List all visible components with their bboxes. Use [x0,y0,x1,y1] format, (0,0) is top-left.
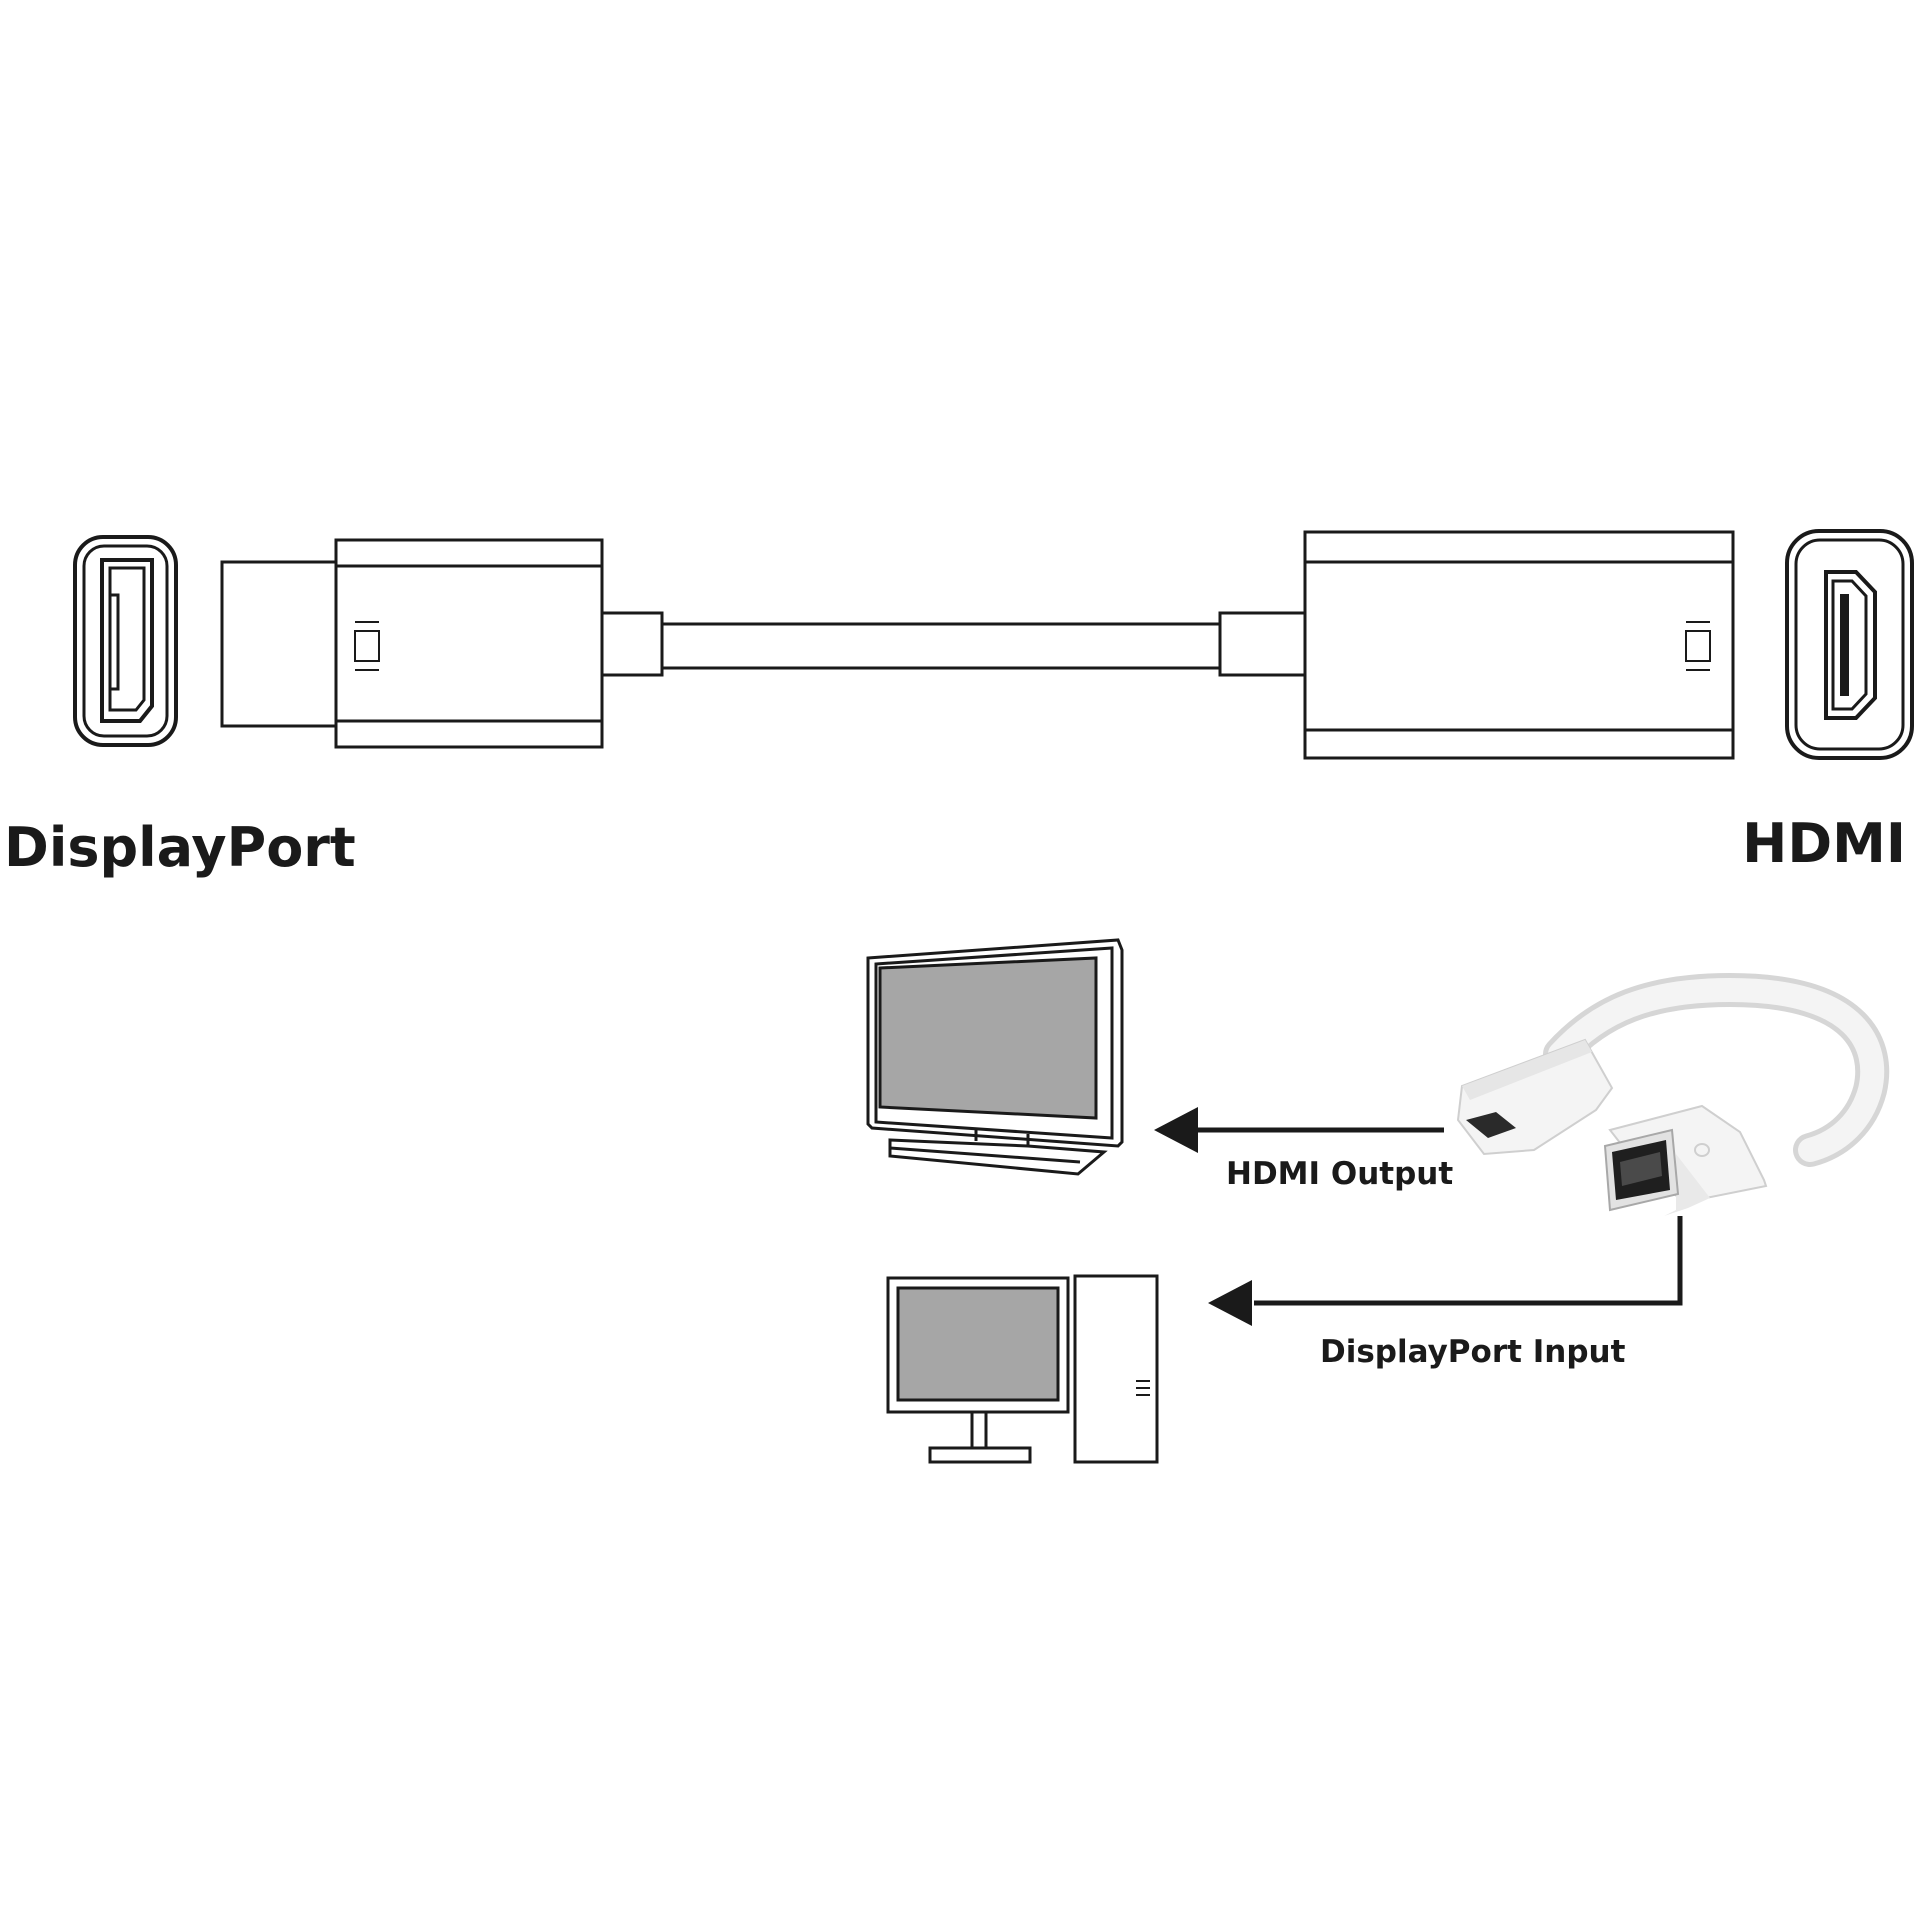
input-arrow [1208,1216,1683,1326]
displayport-input-label: DisplayPort Input [1320,1334,1626,1370]
hdmi-output-label: HDMI Output [1226,1156,1453,1192]
arrow-left-icon [1208,1280,1252,1326]
desktop-computer-icon [886,1274,1159,1464]
hdmi-port-icon [1785,529,1914,760]
output-arrow [1154,1107,1444,1153]
displayport-plug [220,538,664,749]
arrow-left-icon [1154,1107,1198,1153]
displayport-label: DisplayPort [4,816,356,879]
hdmi-label: HDMI [1742,812,1906,875]
cable-segment [660,622,1222,670]
tv-monitor-icon [866,938,1124,1176]
displayport-port-icon [73,535,178,747]
hdmi-housing [1218,530,1735,760]
adapter-photo-icon [1456,972,1890,1216]
cable-illustration [73,529,1914,760]
